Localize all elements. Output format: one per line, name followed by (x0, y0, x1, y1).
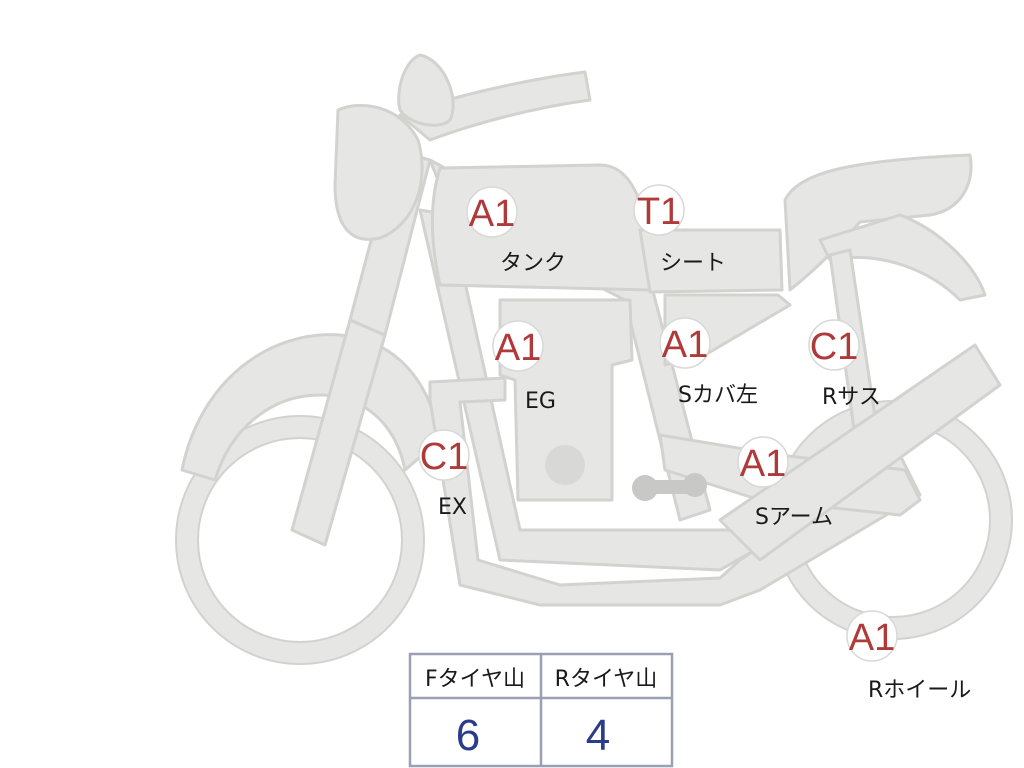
label-engine: EG (525, 389, 556, 414)
rear-tire-header: Rタイヤ山 (555, 667, 658, 692)
label-rear-wheel: Rホイール (868, 678, 971, 703)
label-seat: シート (660, 251, 726, 276)
part-rear-suspension[interactable]: C1 Rサス (808, 319, 881, 410)
grade-badge (659, 317, 711, 369)
part-rear-wheel[interactable]: A1 Rホイール (846, 610, 971, 703)
seat-shape (638, 228, 784, 294)
grade-badge (466, 186, 518, 238)
grade-side-cover-left: A1 (662, 324, 708, 366)
label-rear-suspension: Rサス (822, 385, 881, 410)
part-swing-arm[interactable]: A1 Sアーム (737, 436, 833, 530)
grade-exhaust: C1 (420, 436, 469, 478)
part-seat[interactable]: T1 シート (633, 184, 726, 276)
grade-swing-arm: A1 (740, 443, 786, 485)
headlight (333, 103, 424, 241)
grade-badge (418, 429, 470, 481)
grade-seat: T1 (637, 191, 681, 233)
mirror (397, 53, 455, 127)
grade-badge (808, 319, 860, 371)
label-side-cover-left: Sカバ左 (678, 383, 758, 408)
grade-rear-suspension: C1 (810, 326, 859, 368)
grade-badge (737, 436, 789, 488)
grade-engine: A1 (495, 327, 541, 369)
front-tire-value: 6 (456, 711, 480, 760)
part-side-cover-left[interactable]: A1 Sカバ左 (659, 317, 758, 408)
grade-badge (492, 320, 544, 372)
grade-badge (846, 610, 898, 662)
front-wheel (175, 415, 425, 665)
part-engine[interactable]: A1 EG (492, 320, 556, 414)
rear-tire-value: 4 (586, 711, 610, 760)
tire-tread-table: Fタイヤ山 Rタイヤ山 6 4 (408, 652, 674, 768)
label-swing-arm: Sアーム (755, 505, 833, 530)
label-tank: タンク (500, 251, 566, 276)
front-tire-header: Fタイヤ山 (425, 667, 525, 692)
grade-badge (633, 184, 685, 236)
grade-rear-wheel: A1 (849, 617, 895, 659)
label-exhaust: EX (438, 495, 467, 520)
part-tank[interactable]: A1 タンク (466, 186, 566, 276)
part-exhaust[interactable]: C1 EX (418, 429, 470, 520)
grade-tank: A1 (469, 193, 515, 235)
muffler (718, 343, 1002, 562)
